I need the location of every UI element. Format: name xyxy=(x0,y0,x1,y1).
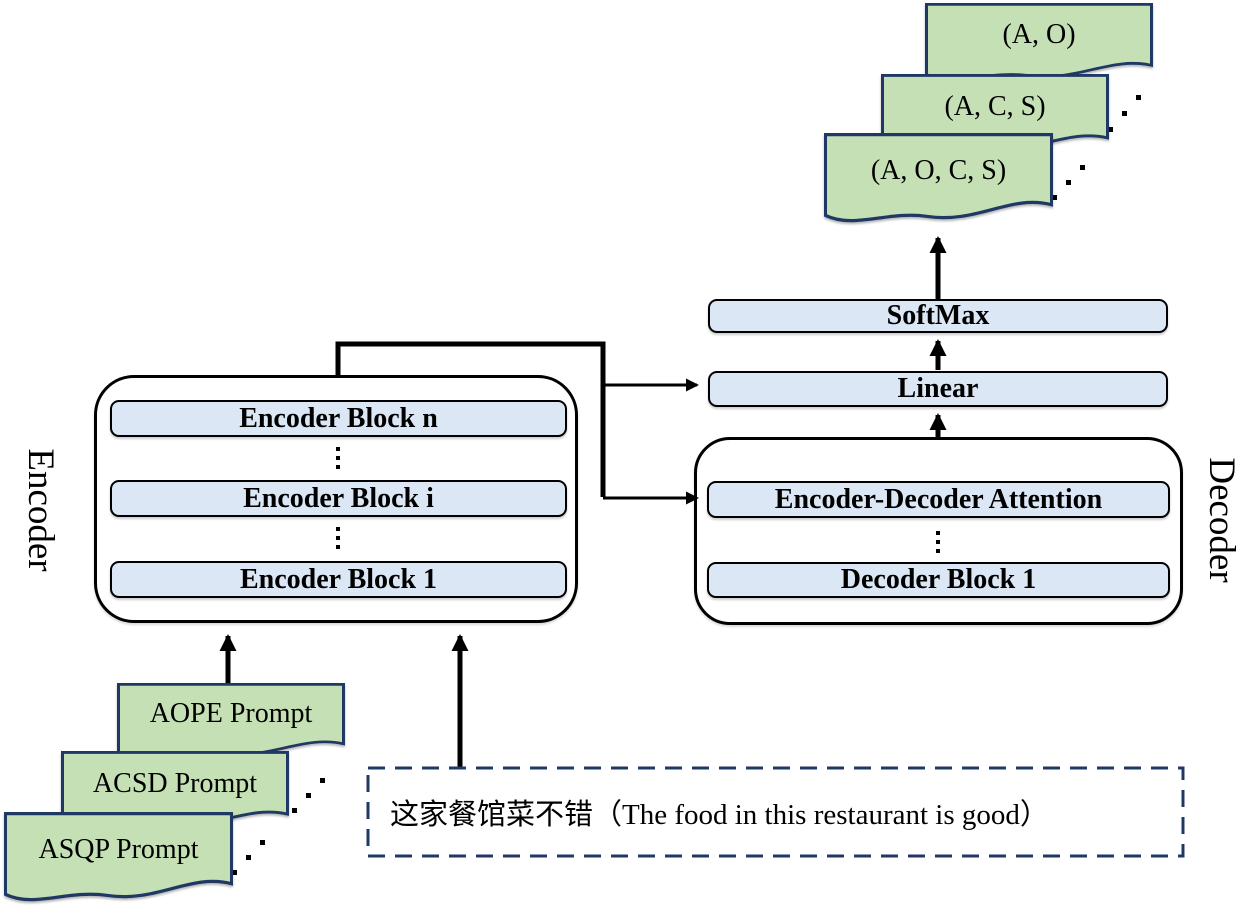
decoder-side-label: Decoder xyxy=(1201,457,1242,583)
encoder-side-label: Encoder xyxy=(20,448,61,572)
decoder-attention-box: Encoder-Decoder Attention xyxy=(707,481,1170,518)
prompt-doc-label: ACSD Prompt xyxy=(92,767,258,799)
input-sentence-text: 这家餐馆菜不错（The food in this restaurant is g… xyxy=(390,799,1049,831)
output-doc-label: (A, C, S) xyxy=(944,91,1046,122)
encoder-block-i-label: Encoder Block i xyxy=(243,482,434,514)
linear-label: Linear xyxy=(897,373,979,404)
prompt-doc-asqp: ASQP Prompt xyxy=(3,812,233,904)
softmax-label: SoftMax xyxy=(886,300,990,331)
prompt-doc-label: AOPE Prompt xyxy=(149,698,313,729)
document-shape xyxy=(3,812,233,902)
softmax-box: SoftMax xyxy=(708,299,1168,333)
encoder-block-1-label: Encoder Block 1 xyxy=(239,563,438,595)
encoder-block-n-box: Encoder Block n xyxy=(110,400,567,437)
output-doc-label: (A, O, C, S) xyxy=(870,155,1007,186)
linear-box: Linear xyxy=(708,371,1168,407)
decoder-ellipsis-icon xyxy=(936,531,940,553)
encoder-block-n-label: Encoder Block n xyxy=(239,402,438,434)
prompt-doc-aope: AOPE Prompt xyxy=(117,683,345,761)
prompt-doc-label: ASQP Prompt xyxy=(38,834,199,865)
encoder-block-i-box: Encoder Block i xyxy=(110,480,567,517)
output-doc-ao: (A, O) xyxy=(925,3,1153,83)
prompt-doc-acsd: ACSD Prompt xyxy=(61,751,289,832)
input-sentence-box: 这家餐馆菜不错（The food in this restaurant is g… xyxy=(368,768,1183,856)
encoder-block-1-box: Encoder Block 1 xyxy=(110,561,567,598)
output-doc-aocs: (A, O, C, S) xyxy=(824,133,1053,225)
encoder-ellipsis-icon xyxy=(336,447,340,469)
encoder-ellipsis-icon xyxy=(336,527,340,549)
decoder-block-1-box: Decoder Block 1 xyxy=(707,562,1170,598)
decoder-attention-label: Encoder-Decoder Attention xyxy=(774,483,1103,515)
decoder-block-1-label: Decoder Block 1 xyxy=(840,564,1037,595)
document-shape xyxy=(824,133,1053,223)
output-doc-label: (A, O) xyxy=(1002,19,1076,50)
